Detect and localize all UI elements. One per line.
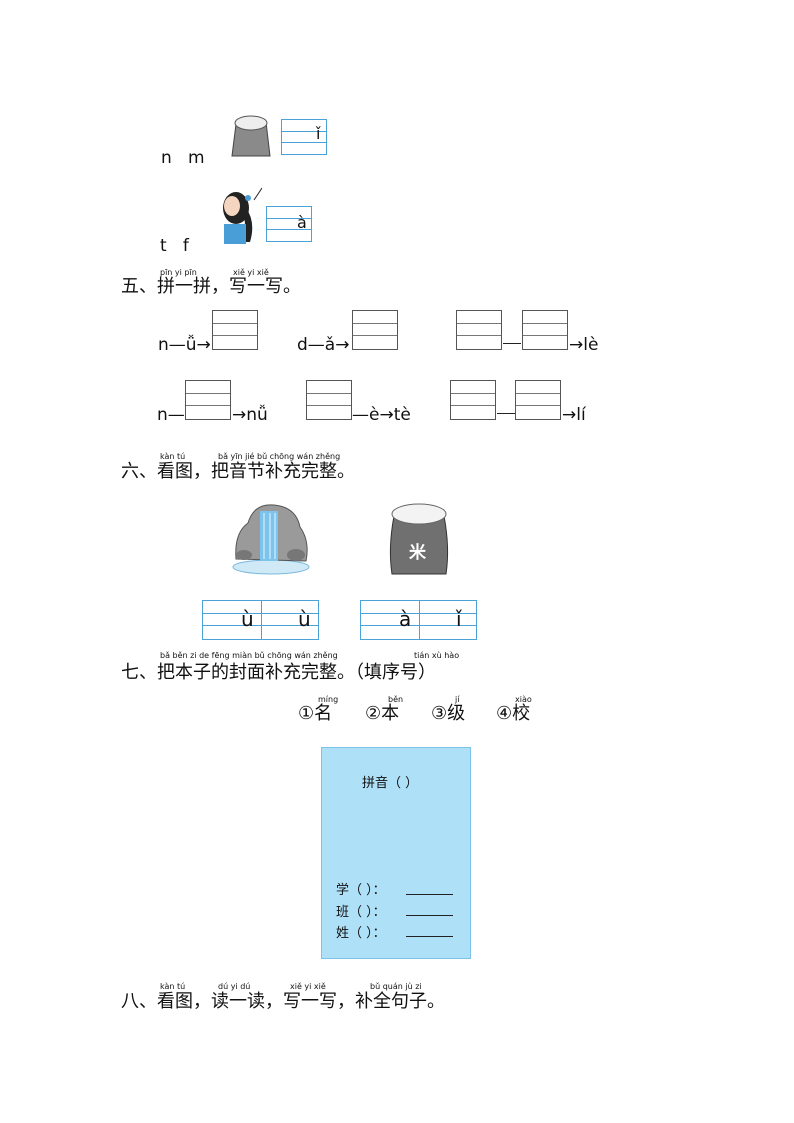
q5-r2-item1-end: →nǚ xyxy=(232,405,268,425)
q5-r2-item3: →lí xyxy=(562,405,586,425)
write-box[interactable] xyxy=(522,310,568,350)
answer-grid-rice[interactable]: à ǐ xyxy=(360,600,477,640)
answer-grid-waterfall[interactable]: ù ù xyxy=(202,600,319,640)
write-box[interactable] xyxy=(185,380,231,420)
ruby: kàn tú xyxy=(160,982,186,991)
blank-line xyxy=(406,936,453,937)
option-pinyin: xiào xyxy=(515,695,532,704)
option-1: ①名 xyxy=(298,703,333,724)
notebook-cover: 拼音（ ） 学（ ）： 班（ ）： 姓（ ）： xyxy=(321,747,471,959)
cover-title: 拼音（ ） xyxy=(362,776,419,791)
write-box[interactable] xyxy=(515,380,561,420)
section-7-title: 七、把本子的封面补充完整。（填序号） xyxy=(121,662,436,683)
blank-line xyxy=(406,915,453,916)
q5-r2-item2: —è→tè xyxy=(352,405,411,425)
syllable-2: ǐ xyxy=(456,607,462,631)
write-box[interactable] xyxy=(450,380,496,420)
syllable-2: ù xyxy=(298,607,311,631)
bag-label: 米 xyxy=(409,543,426,563)
ruby: bǎ yīn jié bǔ chōng wán zhěng xyxy=(218,452,341,461)
syllable-1: à xyxy=(399,607,412,631)
section-5-title: 五、拼一拼，写一写。 xyxy=(121,276,301,297)
girl-image xyxy=(218,186,263,246)
write-box[interactable] xyxy=(306,380,352,420)
option-2: ②本 xyxy=(365,703,400,724)
waterfall-image xyxy=(230,497,312,575)
q5-r2-item1: n— xyxy=(157,405,185,425)
ruby: xiě yi xiě xyxy=(290,982,326,991)
connector-line xyxy=(503,343,521,344)
answer-grid-1[interactable]: ǐ xyxy=(281,119,327,155)
ruby: bǎ běn zi de fēng miàn bǔ chōng wán zhěn… xyxy=(160,651,338,660)
option-pinyin: jí xyxy=(455,695,460,704)
write-box[interactable] xyxy=(456,310,502,350)
syllable-1: ù xyxy=(241,607,254,631)
ruby: bǔ quán jù zi xyxy=(370,982,422,991)
final-text: à xyxy=(297,213,307,232)
write-box[interactable] xyxy=(352,310,398,350)
initials-row1: n m xyxy=(161,148,205,168)
option-3: ③级 xyxy=(431,703,466,724)
rice-bag-image xyxy=(228,112,272,158)
ruby: kàn tú xyxy=(160,452,186,461)
option-pinyin: běn xyxy=(388,695,404,704)
final-text: ǐ xyxy=(316,124,321,143)
ruby: tián xù hào xyxy=(414,651,460,660)
section-8-title: 八、看图，读一读，写一写，补全句子。 xyxy=(121,991,445,1012)
q5-r1-item1: n—ǚ→ xyxy=(158,335,211,355)
initials-row2: t f xyxy=(160,236,189,256)
connector-line xyxy=(497,413,515,414)
option-pinyin: míng xyxy=(318,695,339,704)
cover-field-1[interactable]: 学（ ）： xyxy=(336,883,386,898)
q5-r1-item2: d—ǎ→ xyxy=(297,335,350,355)
blank-line xyxy=(406,894,453,895)
option-4: ④校 xyxy=(496,703,531,724)
ruby: pīn yi pīn xyxy=(160,268,197,277)
cover-field-3[interactable]: 姓（ ）： xyxy=(336,926,386,941)
ruby: xiě yi xiě xyxy=(233,268,269,277)
section-6-title: 六、看图，把音节补充完整。 xyxy=(121,461,355,482)
ruby: dú yi dú xyxy=(218,982,251,991)
rice-bag-image: 米 xyxy=(384,498,454,578)
answer-grid-2[interactable]: à xyxy=(266,206,312,242)
write-box[interactable] xyxy=(212,310,258,350)
cover-field-2[interactable]: 班（ ）： xyxy=(336,905,386,920)
q5-r1-item3: →lè xyxy=(569,335,599,355)
